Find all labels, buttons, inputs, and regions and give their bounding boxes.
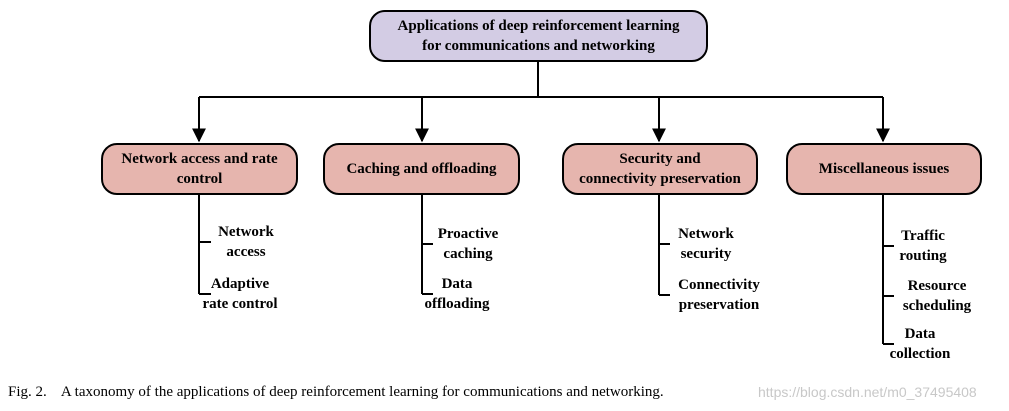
leaf-4-3-line-2: collection (889, 346, 951, 362)
leaf-3-1-line-2: security (680, 246, 732, 262)
category-3-line-2: connectivity preservation (579, 171, 741, 187)
root-line-1: Applications of deep reinforcement learn… (397, 18, 680, 34)
category-caching-offloading: Caching and offloading (323, 143, 520, 195)
figure-caption: Fig. 2. A taxonomy of the applications o… (8, 384, 664, 400)
leaf-1-1-line-1: Network (218, 224, 274, 240)
leaf-network-access: Network access (206, 222, 286, 262)
leaf-1-2-line-2: rate control (202, 296, 278, 312)
watermark: https://blog.csdn.net/m0_37495408 (758, 384, 977, 400)
leaf-3-1-line-1: Network (678, 226, 734, 242)
leaf-4-2-line-2: scheduling (902, 298, 972, 314)
leaf-1-2-line-1: Adaptive (210, 276, 270, 292)
leaf-2-2-line-1: Data (441, 276, 473, 292)
category-1-line-2: control (176, 171, 223, 187)
leaf-resource-scheduling: Resource scheduling (892, 276, 982, 316)
category-3-line-1: Security and (619, 151, 701, 167)
category-1-line-1: Network access and rate (121, 151, 278, 167)
leaf-4-3-line-1: Data (904, 326, 936, 342)
leaf-4-1-line-1: Traffic (901, 228, 945, 244)
leaf-traffic-routing: Traffic routing (888, 226, 958, 266)
leaf-1-1-line-2: access (226, 244, 266, 260)
category-security-connectivity: Security and connectivity preservation (562, 143, 758, 195)
root-line-2: for communications and networking (422, 38, 655, 54)
leaf-3-2-line-2: preservation (678, 297, 760, 313)
leaf-data-offloading: Data offloading (412, 274, 502, 314)
leaf-data-collection: Data collection (880, 324, 960, 364)
leaf-2-2-line-2: offloading (424, 296, 490, 312)
leaf-proactive-caching: Proactive caching (428, 224, 508, 264)
leaf-4-2-line-1: Resource (907, 278, 967, 294)
leaf-connectivity-preservation: Connectivity preservation (669, 275, 769, 315)
leaf-adaptive-rate-control: Adaptive rate control (190, 274, 290, 314)
leaf-2-1-line-2: caching (443, 246, 493, 262)
leaf-4-1-line-2: routing (899, 248, 947, 264)
category-miscellaneous: Miscellaneous issues (786, 143, 982, 195)
category-4-line-1: Miscellaneous issues (818, 161, 950, 177)
leaf-3-2-line-1: Connectivity (678, 277, 760, 293)
leaf-2-1-line-1: Proactive (437, 226, 499, 242)
root-node: Applications of deep reinforcement learn… (369, 10, 708, 62)
category-network-access: Network access and rate control (101, 143, 298, 195)
category-2-line-1: Caching and offloading (346, 161, 497, 177)
leaf-network-security: Network security (666, 224, 746, 264)
